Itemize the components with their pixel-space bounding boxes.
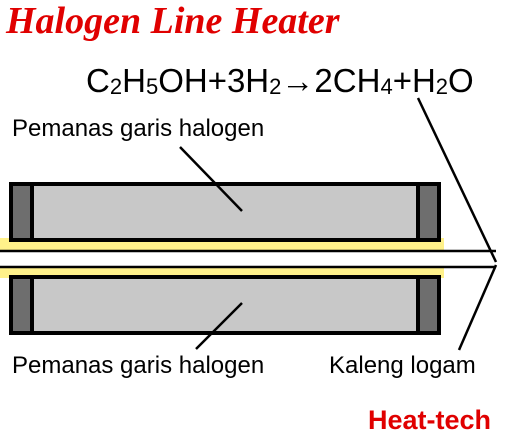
leader-bottom-heater <box>195 302 243 350</box>
bottom-heater-left-cap <box>9 275 34 335</box>
bottom-heater-body <box>9 275 441 335</box>
eq-h2-sub: 2 <box>269 74 282 99</box>
eq-h: H <box>122 62 146 99</box>
bottom-heater <box>9 275 441 335</box>
leader-equation-to-can <box>416 97 498 263</box>
eq-ch: 2CH <box>314 62 381 99</box>
top-heater <box>9 182 441 242</box>
eq-h-sub: 5 <box>145 74 159 99</box>
metal-can-tube <box>0 249 496 269</box>
eq-c: C <box>86 62 110 99</box>
eq-arrow: → <box>281 62 315 99</box>
diagram-title: Halogen Line Heater <box>6 0 340 42</box>
chemical-equation: C2H5OH+3H2→2CH4+H2O <box>86 62 474 99</box>
top-heater-left-cap <box>9 182 34 242</box>
eq-c-sub: 2 <box>109 74 123 99</box>
tube-interior <box>0 251 496 267</box>
label-top-heater: Pemanas garis halogen <box>12 115 265 142</box>
leader-metal-can <box>457 264 498 351</box>
eq-h2o-b: O <box>448 62 474 99</box>
brand-logo-text: Heat-tech <box>368 405 492 435</box>
label-metal-can: Kaleng logam <box>329 352 476 379</box>
leader-top-heater <box>179 146 243 212</box>
bottom-heater-right-cap <box>416 275 441 335</box>
eq-h2o-sub: 2 <box>435 74 449 99</box>
label-bottom-heater: Pemanas garis halogen <box>12 352 265 379</box>
eq-ch4-sub: 4 <box>380 74 393 99</box>
eq-h2o-a: +H <box>392 62 436 99</box>
top-heater-right-cap <box>416 182 441 242</box>
eq-oh: OH+3H <box>158 62 270 99</box>
